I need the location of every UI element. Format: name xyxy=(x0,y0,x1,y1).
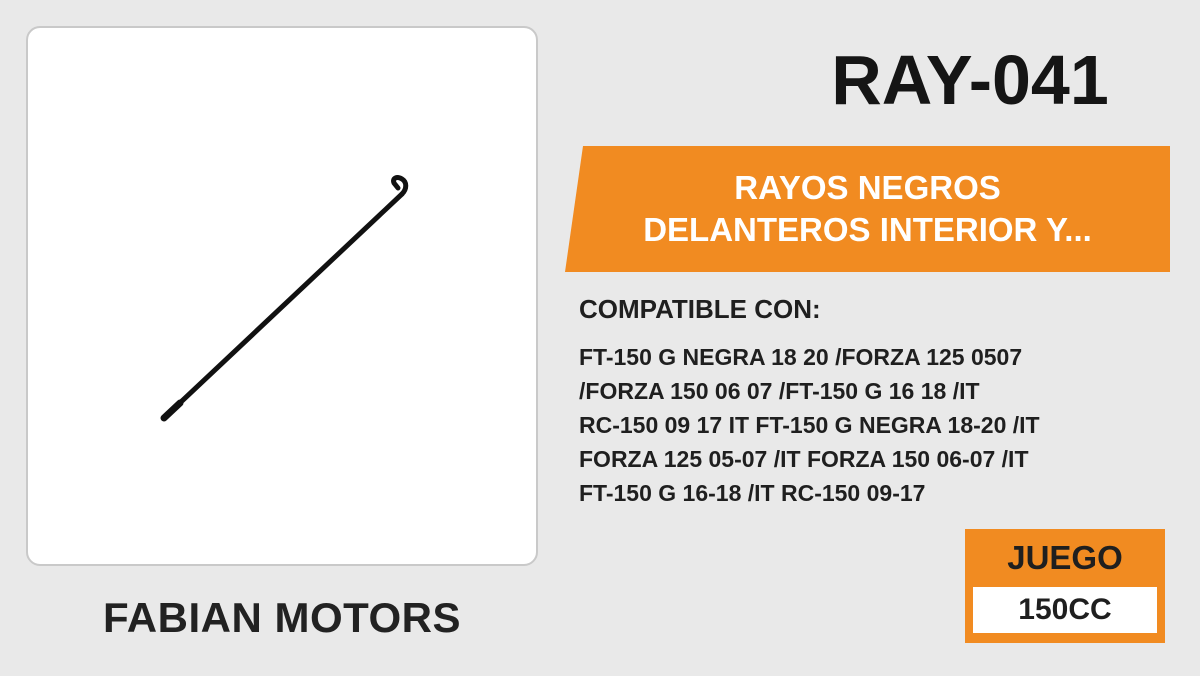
product-title-line-2: DELANTEROS INTERIOR Y... xyxy=(643,211,1092,248)
type-value: 150CC xyxy=(973,587,1157,633)
compat-list: FT-150 G NEGRA 18 20 /FORZA 125 0507 /FO… xyxy=(579,340,1179,510)
compat-line: FORZA 125 05-07 /IT FORZA 150 06-07 /IT xyxy=(579,446,1029,472)
product-image-card xyxy=(26,26,538,566)
type-label: JUEGO xyxy=(1007,539,1123,576)
compat-heading: COMPATIBLE CON: xyxy=(579,294,821,324)
type-badge: JUEGO 150CC xyxy=(965,529,1165,643)
spoke-image xyxy=(160,175,409,422)
compat-line: RC-150 09 17 IT FT-150 G NEGRA 18-20 /IT xyxy=(579,412,1040,438)
compat-line: FT-150 G 16-18 /IT RC-150 09-17 xyxy=(579,480,926,506)
product-title-line-1: RAYOS NEGROS xyxy=(734,169,1001,206)
compat-line: /FORZA 150 06 07 /FT-150 G 16 18 /IT xyxy=(579,378,980,404)
product-title-banner: RAYOS NEGROS DELANTEROS INTERIOR Y... xyxy=(565,146,1170,272)
compat-line: FT-150 G NEGRA 18 20 /FORZA 125 0507 xyxy=(579,344,1023,370)
product-code: RAY-041 xyxy=(831,41,1109,119)
brand-name: FABIAN MOTORS xyxy=(102,594,462,641)
